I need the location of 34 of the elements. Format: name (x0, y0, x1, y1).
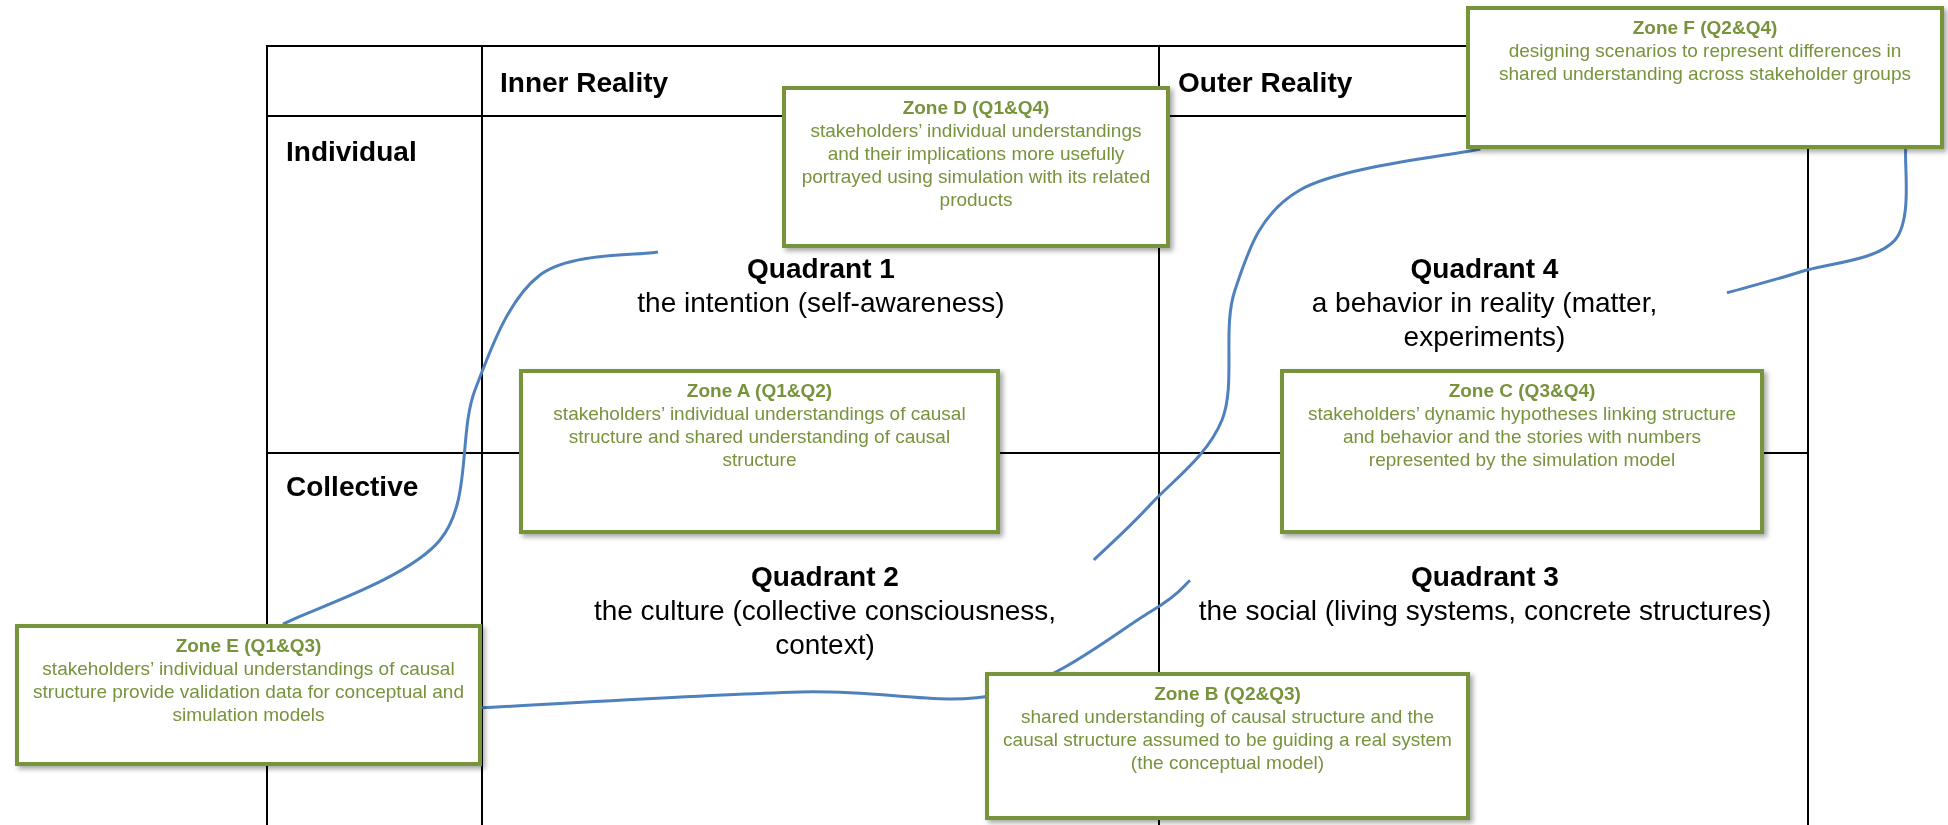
leader-line (1726, 148, 1908, 295)
quadrant-heading: Quadrant 3 (1410, 560, 1560, 594)
callout-box (1280, 369, 1764, 534)
zone-heading: Zone B (Q2&Q3) (1153, 682, 1302, 705)
leader-line (282, 250, 659, 626)
table-header: Inner Reality (500, 66, 669, 100)
table-header: Collective (286, 470, 419, 504)
quadrant-heading: Quadrant 2 (750, 560, 900, 594)
zone-description: stakeholders’ dynamic hypotheses linking structure and behavior and the stories with numbers represented by the simulation model (1306, 402, 1738, 471)
quadrant-description: the culture (collective consciousness, context) (592, 594, 1058, 662)
zone-heading: Zone C (Q3&Q4) (1447, 379, 1597, 402)
leader-line (481, 579, 1192, 710)
table-header: Individual (286, 135, 417, 169)
zone-heading: Zone D (Q1&Q4) (901, 96, 1051, 119)
zone-heading: Zone A (Q1&Q2) (685, 379, 834, 402)
table-header: Outer Reality (1178, 66, 1353, 100)
quadrant-description: the social (living systems, concrete structures) (1197, 594, 1773, 628)
zone-heading: Zone F (Q2&Q4) (1631, 16, 1779, 39)
quadrant-heading: Quadrant 1 (746, 252, 896, 286)
callout-box (1466, 6, 1944, 149)
zone-heading: Zone E (Q1&Q3) (174, 634, 323, 657)
callout-box (15, 624, 482, 766)
quadrant-heading: Quadrant 4 (1409, 252, 1560, 286)
zone-description: designing scenarios to represent differences in shared understanding across stakeholder groups (1498, 39, 1912, 85)
callout-box (985, 672, 1470, 820)
leader-line (1092, 147, 1481, 562)
callout-box (782, 86, 1170, 248)
quadrant-description: a behavior in reality (matter, experiments) (1310, 286, 1659, 354)
zone-description: shared understanding of causal structure and the causal structure assumed to be guiding a real system (the conceptual model) (1002, 705, 1453, 774)
zone-description: stakeholders’ individual understandings of causal structure and shared understanding of causal structure (552, 402, 967, 471)
quadrant-description: the intention (self-awareness) (636, 286, 1006, 320)
zone-description: stakeholders’ individual understandings and their implications more usefully portrayed using simulation with its related products (800, 119, 1152, 211)
callout-box (519, 369, 1000, 534)
zone-description: stakeholders’ individual understandings of causal structure provide validation data for conceptual and simulation models (32, 657, 465, 726)
